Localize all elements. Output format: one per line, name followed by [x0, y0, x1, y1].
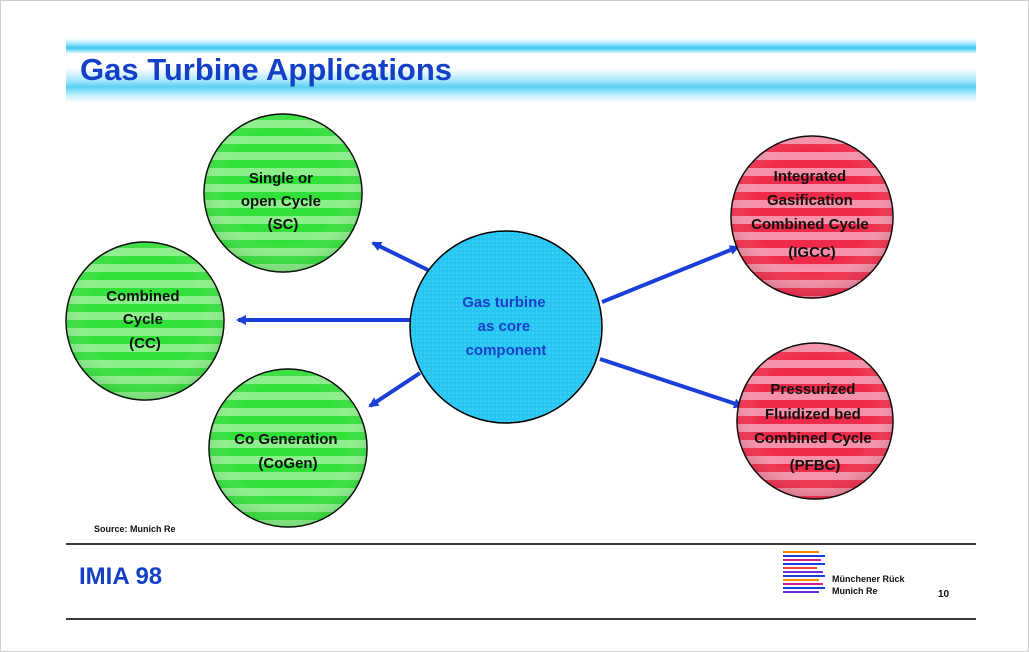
- source-note: Source: Munich Re: [94, 524, 176, 534]
- arrow-to-cogen: [368, 371, 422, 408]
- page-number: 10: [938, 589, 950, 600]
- node-center-label: Gas turbine as core component: [462, 294, 550, 359]
- node-igcc: Integrated Gasification Combined Cycle (…: [730, 135, 894, 299]
- arrow-to-igcc: [601, 245, 740, 304]
- title-band: [66, 38, 976, 110]
- node-cc-label: Combined Cycle (CC): [106, 288, 184, 352]
- company-name-line2: Munich Re: [832, 586, 878, 596]
- node-cogen-label: Co Generation (CoGen): [234, 431, 342, 472]
- footer-bottom-rule: [66, 618, 976, 620]
- munich-re-logo: [783, 551, 825, 601]
- node-pfbc-label: Pressurized Fluidized bed Combined Cycle…: [754, 381, 876, 474]
- slide-title: Gas Turbine Applications: [80, 52, 453, 87]
- node-center: Gas turbine as core component: [409, 230, 603, 424]
- footer-label: IMIA 98: [79, 563, 163, 590]
- node-center-circle: [409, 230, 603, 424]
- footer-top-rule: [66, 543, 976, 545]
- node-pfbc: Pressurized Fluidized bed Combined Cycle…: [736, 342, 894, 500]
- arrows: [236, 241, 744, 409]
- node-cogen: Co Generation (CoGen): [208, 368, 368, 528]
- arrow-to-pfbc: [599, 357, 744, 409]
- arrow-to-sc: [371, 241, 429, 272]
- node-sc: Single or open Cycle (SC): [203, 113, 363, 273]
- node-igcc-label: Integrated Gasification Combined Cycle (…: [751, 168, 873, 261]
- node-sc-label: Single or open Cycle (SC): [241, 170, 325, 233]
- node-cc: Combined Cycle (CC): [65, 241, 225, 401]
- company-name-line1: Münchener Rück: [832, 574, 905, 584]
- company-name: Münchener Rück Munich Re: [832, 573, 905, 597]
